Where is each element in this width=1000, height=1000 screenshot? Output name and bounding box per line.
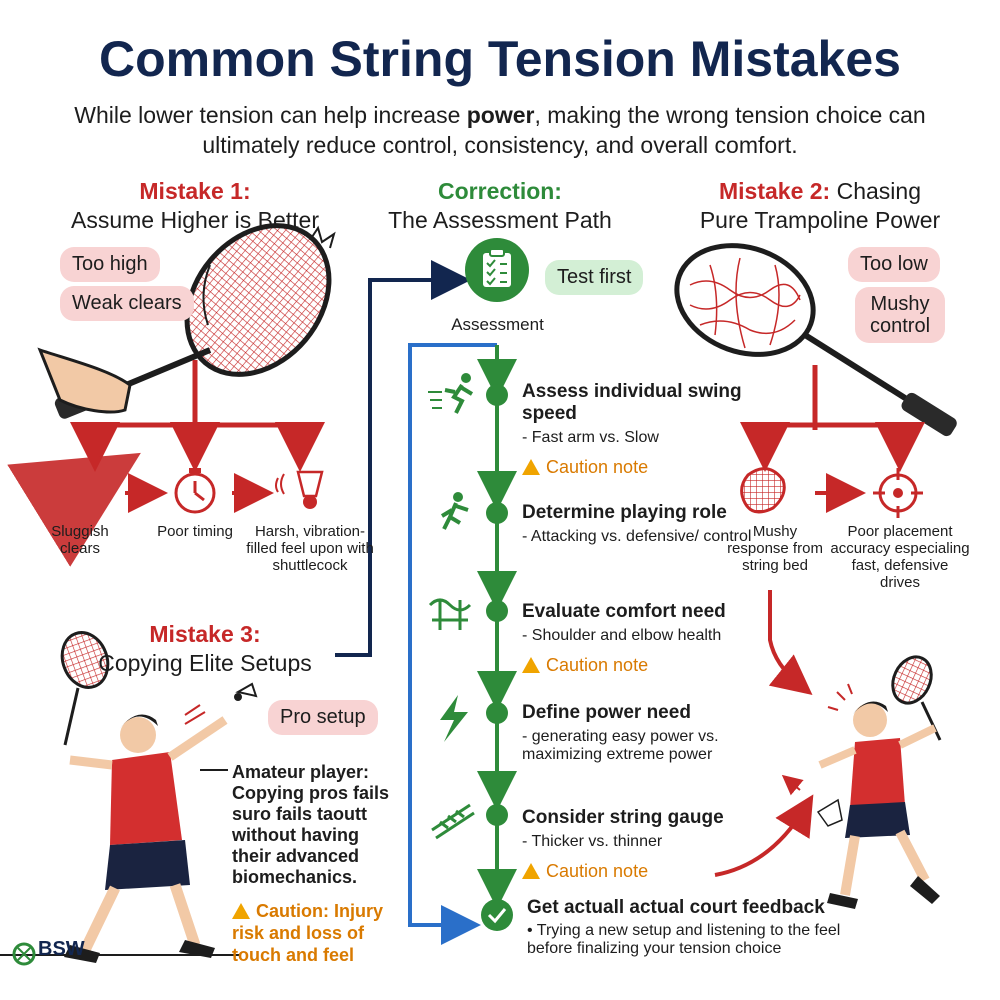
mistake2-title-a: Chasing xyxy=(836,178,921,204)
step-title: Assess individual swing speed xyxy=(522,381,742,424)
caution-note: Caution note xyxy=(522,861,762,882)
test-first-badge: Test first xyxy=(545,260,644,295)
mistake2-tag-too-low: Too low xyxy=(848,247,940,282)
mistake2-effect-mushy: Mushy response from string bed xyxy=(727,523,823,574)
clipboard-icon xyxy=(465,238,529,302)
racket-low-tension-icon xyxy=(674,243,957,437)
mistake2-tag-mushy-control: Mushy control xyxy=(855,287,945,343)
racket-high-tension-icon xyxy=(37,223,336,419)
assessment-label: Assessment xyxy=(451,315,544,334)
caution-text: Caution note xyxy=(546,655,649,675)
correction-heading: Correction: The Assessment Path xyxy=(360,177,640,235)
correction-label: Correction: xyxy=(438,178,562,204)
warning-icon xyxy=(522,459,540,475)
mistake1-heading: Mistake 1: Assume Higher is Better xyxy=(40,177,350,235)
step-court-feedback: Get actuall actual court feedback • Tryi… xyxy=(527,897,887,958)
page-title: Common String Tension Mistakes xyxy=(99,31,901,87)
mistake1-tag-too-high: Too high xyxy=(60,247,160,282)
target-icon xyxy=(873,468,923,518)
caution-note: Caution note xyxy=(522,457,752,478)
mistake2-effect-placement: Poor placement accuracy especialing fast… xyxy=(830,523,970,591)
step-playing-role: Determine playing role - Attacking vs. d… xyxy=(522,502,752,546)
mistake1-effect-harsh: Harsh, vibration-filled feel upon with s… xyxy=(246,523,374,574)
mistake3-heading: Mistake 3: Copying Elite Setups xyxy=(60,620,350,678)
mistake1-title: Assume Higher is Better xyxy=(71,207,319,233)
caution-note: Caution note xyxy=(522,655,762,676)
subtitle-text-start: While lower tension can help increase xyxy=(74,102,467,128)
step-sub: - generating easy power vs. maximizing e… xyxy=(522,728,719,763)
warning-icon xyxy=(522,863,540,879)
caution-text: Caution: Injury risk and loss of touch a… xyxy=(232,901,383,965)
caution-text: Caution note xyxy=(546,861,649,881)
joint-comfort-icon xyxy=(428,598,472,630)
amateur-player-note: Amateur player: Copying pros fails suro … xyxy=(232,762,390,887)
subtitle-bold-word: power xyxy=(466,102,535,128)
bsw-logo-icon: BSW xyxy=(12,932,92,982)
mistake2-label: Mistake 2: xyxy=(719,178,831,204)
step-sub: - Shoulder and elbow health xyxy=(522,627,722,644)
page-subtitle: While lower tension can help increase po… xyxy=(70,100,930,160)
timeline-nodes xyxy=(481,384,513,931)
step-string-gauge: Consider string gauge - Thicker vs. thin… xyxy=(522,807,762,882)
mistake3-caution: Caution: Injury risk and loss of touch a… xyxy=(232,900,392,966)
shuttlecock-icon xyxy=(275,470,324,509)
warning-icon xyxy=(232,903,250,919)
caution-text: Caution note xyxy=(546,457,649,477)
step-power-need: Define power need - generating easy powe… xyxy=(522,702,762,764)
step-title: Consider string gauge xyxy=(522,807,724,828)
correction-title: The Assessment Path xyxy=(388,207,612,233)
subtitle-text-end: , making the wrong tension choice can ul… xyxy=(202,102,926,158)
step-sub: - Attacking vs. defensive/ control xyxy=(522,528,752,545)
step-title: Determine playing role xyxy=(522,502,727,523)
mistake3-label: Mistake 3: xyxy=(149,621,261,647)
mistake1-effect-timing: Poor timing xyxy=(157,523,233,540)
warning-icon xyxy=(522,657,540,673)
mistake1-effect-sluggish: Sluggish clears xyxy=(51,523,109,557)
mistake2-title-b: Pure Trampoline Power xyxy=(699,207,941,233)
lightning-icon xyxy=(440,695,468,742)
step-title: Define power need xyxy=(522,702,691,723)
step-sub: • Trying a new setup and listening to th… xyxy=(527,922,841,957)
step-title: Get actuall actual court feedback xyxy=(527,897,825,918)
stopwatch-icon xyxy=(174,468,216,514)
mistake1-label: Mistake 1: xyxy=(139,178,251,204)
mistake1-tag-weak-clears: Weak clears xyxy=(60,286,194,321)
amateur-player-icon xyxy=(0,631,258,963)
mistake2-heading: Mistake 2: Chasing Pure Trampoline Power xyxy=(660,177,980,235)
pro-setup-tag: Pro setup xyxy=(268,700,378,735)
running-icon xyxy=(428,373,474,414)
player-role-icon xyxy=(440,492,469,530)
step-swing-speed: Assess individual swing speed - Fast arm… xyxy=(522,381,752,478)
logo-text: BSW xyxy=(38,938,85,960)
step-sub: - Thicker vs. thinner xyxy=(522,833,663,850)
step-comfort-need: Evaluate comfort need - Shoulder and elb… xyxy=(522,601,762,676)
step-sub: - Fast arm vs. Slow xyxy=(522,429,659,446)
mistake3-title: Copying Elite Setups xyxy=(98,650,312,676)
mushy-racket-icon xyxy=(740,467,786,514)
frustrated-player-icon xyxy=(781,655,942,909)
string-gauge-icon xyxy=(431,803,475,840)
step-title: Evaluate comfort need xyxy=(522,601,726,622)
